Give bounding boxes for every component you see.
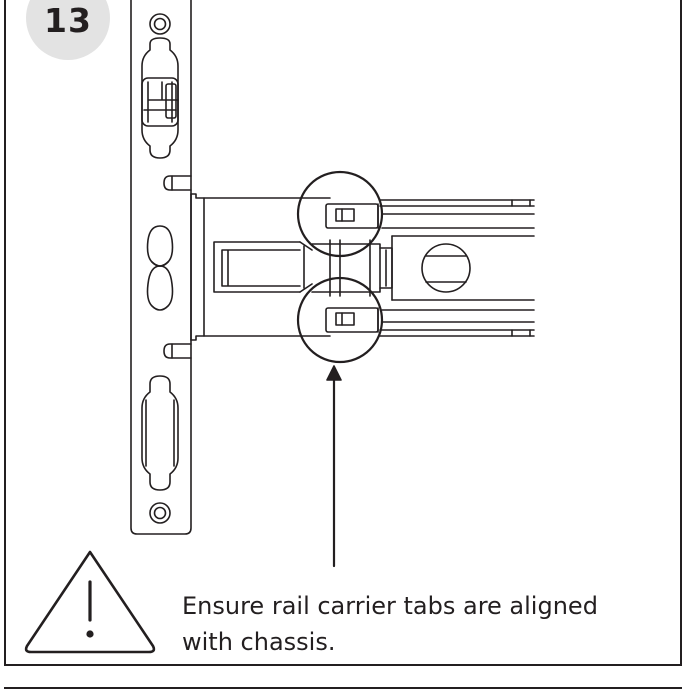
instruction-panel: [4, 0, 682, 666]
step-number: 13: [44, 1, 92, 40]
callout-circle-lower: [296, 276, 384, 364]
rail-access-hole: [421, 243, 471, 293]
callout-circle-upper: [296, 170, 384, 258]
caption-line-2: with chassis.: [182, 628, 336, 656]
lower-keyhole-slot: [141, 375, 179, 491]
bottom-rule: [4, 687, 682, 689]
warning-triangle-icon: [24, 550, 156, 654]
latch: [141, 77, 179, 127]
rack-bracket: [130, 0, 192, 535]
middle-slot-upper: [146, 225, 174, 267]
upper-carrier-tab: [325, 203, 379, 229]
lower-side-tab: [163, 343, 192, 359]
callout-arrow: [326, 365, 342, 568]
upper-side-tab: [163, 175, 192, 191]
lower-carrier-tab: [325, 307, 379, 333]
upper-keyhole-slot: [141, 37, 179, 159]
middle-slot-lower: [146, 265, 174, 311]
top-screw-hole: [149, 13, 171, 35]
bottom-screw-hole: [149, 502, 171, 524]
rail-carrier: [190, 193, 535, 341]
warning-caption: Ensure rail carrier tabs are aligned wit…: [182, 588, 662, 660]
caption-line-1: Ensure rail carrier tabs are aligned: [182, 592, 598, 620]
